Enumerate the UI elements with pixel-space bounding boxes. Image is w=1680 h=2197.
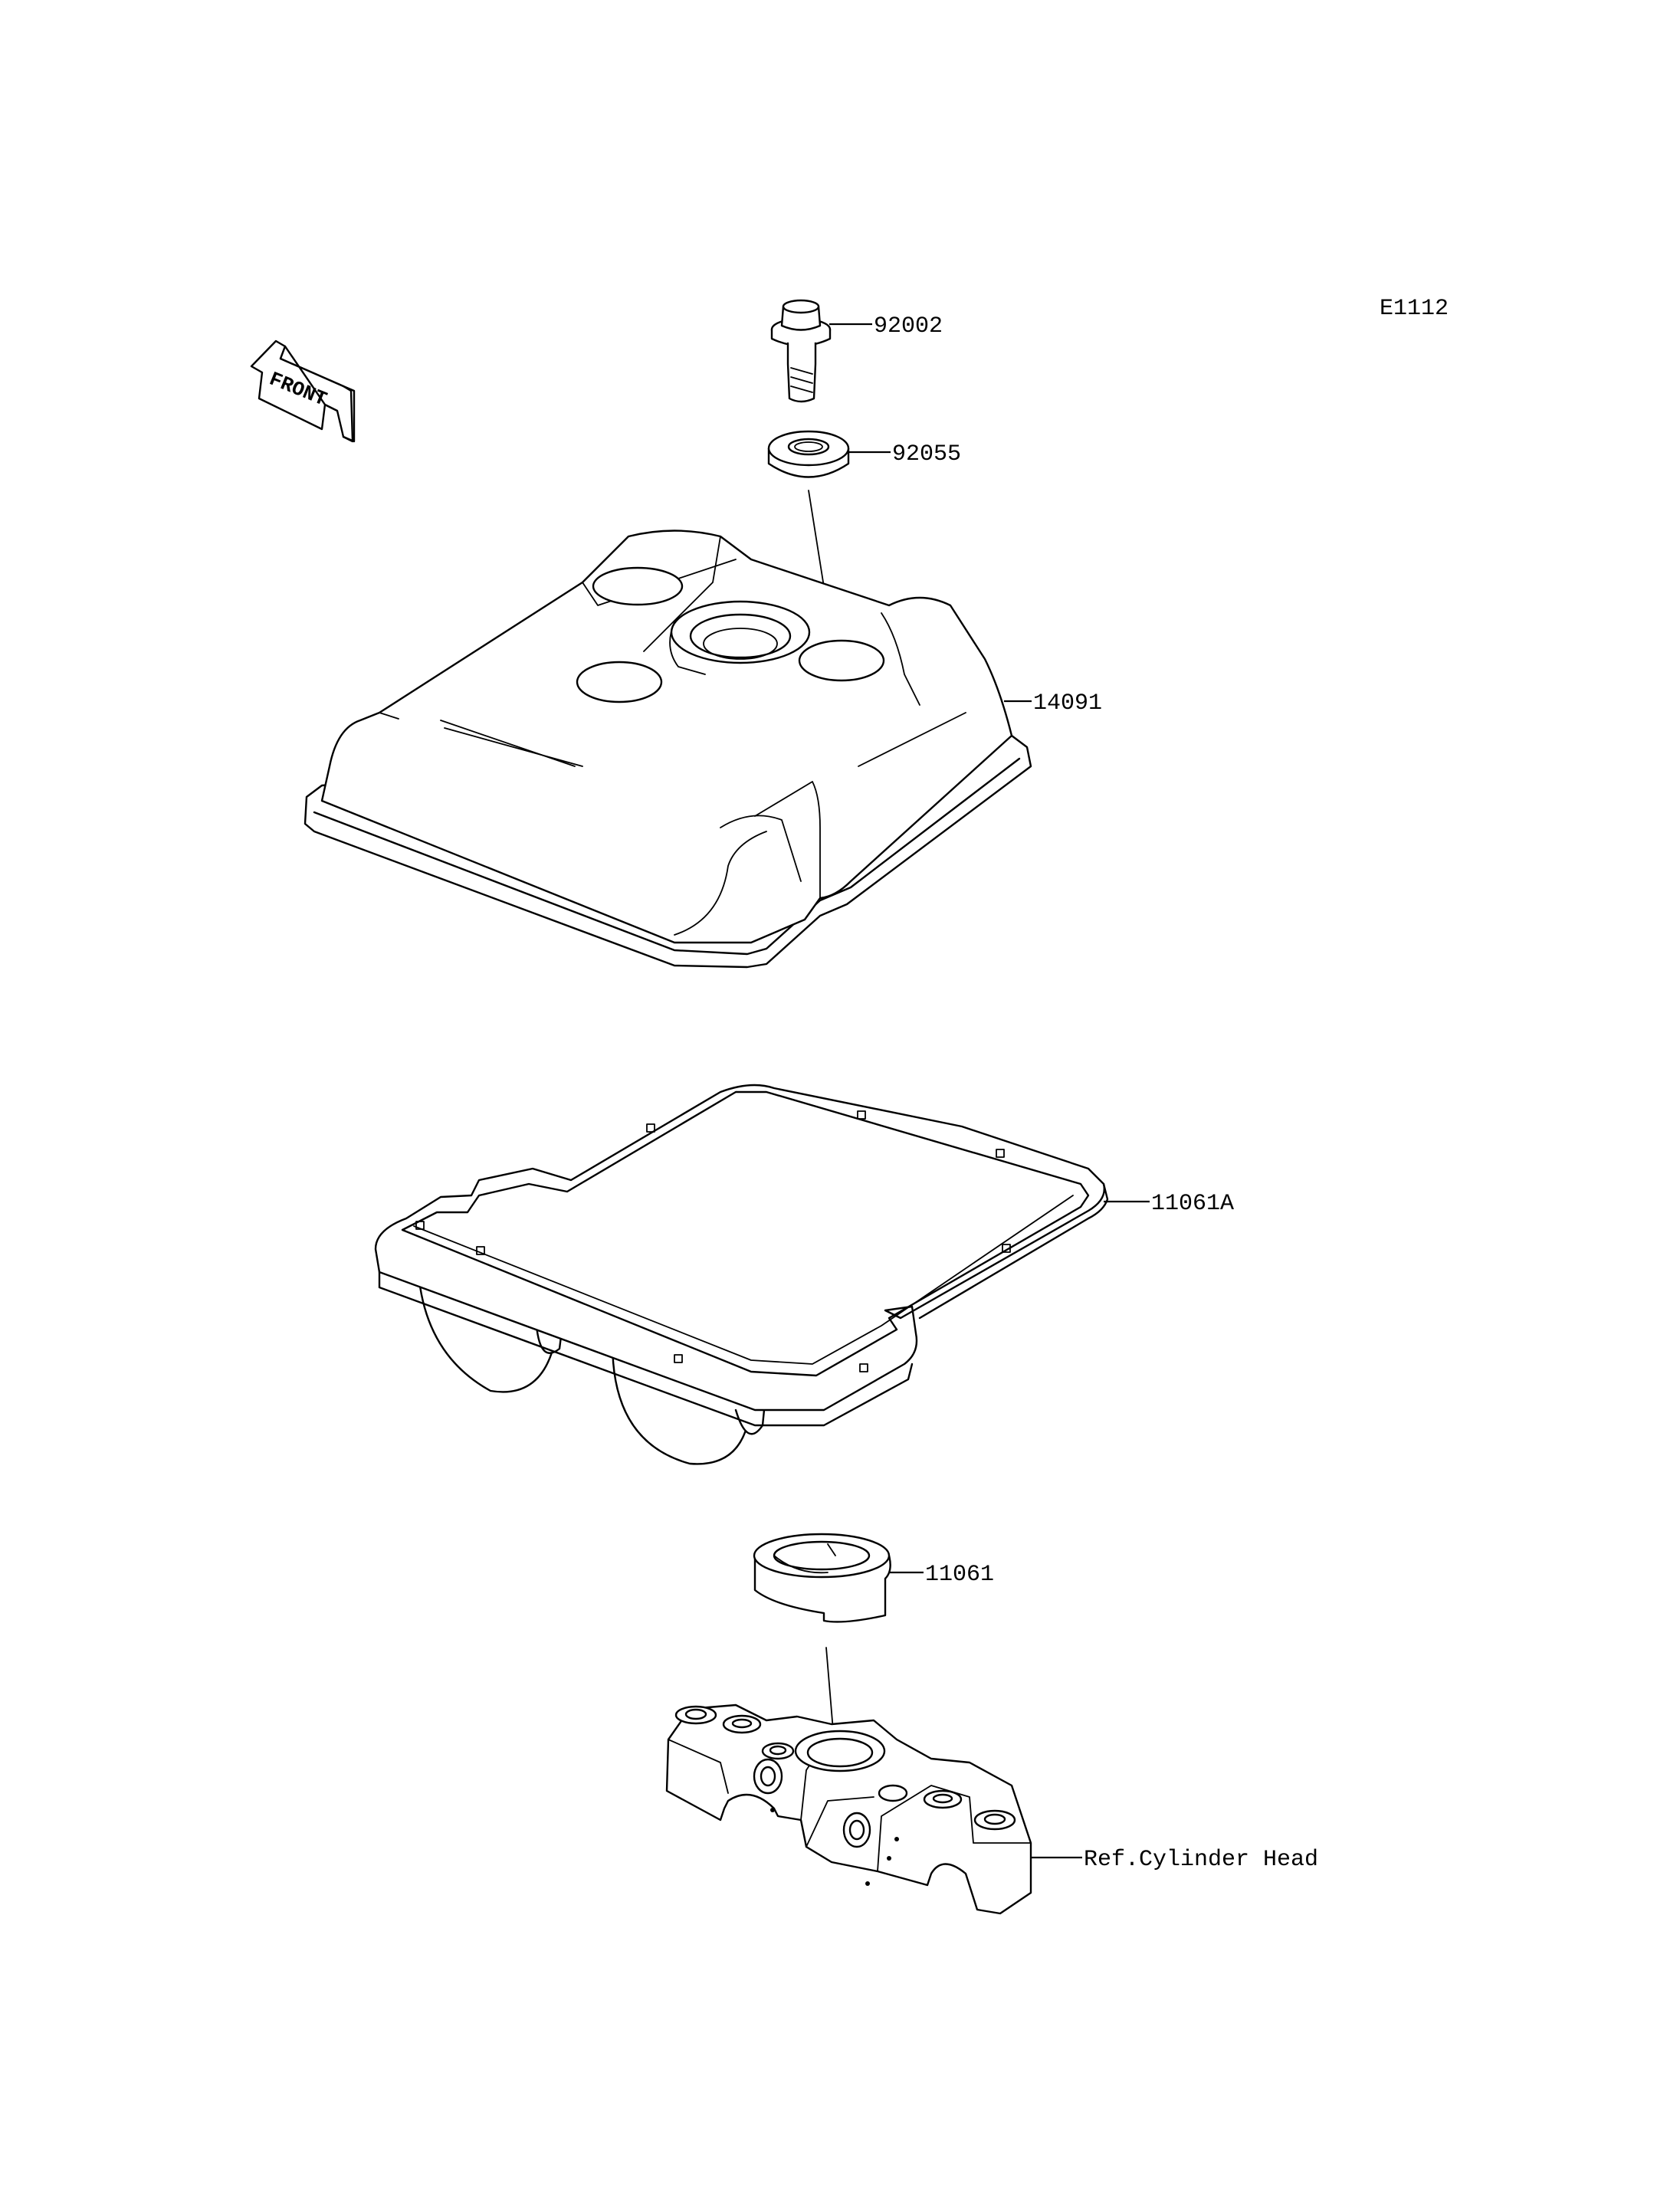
label-14091: 14091 [1033, 690, 1102, 716]
label-92002: 92002 [874, 313, 943, 339]
label-11061A: 11061A [1151, 1191, 1234, 1217]
gasket-11061A [374, 1084, 1109, 1465]
washer-92055 [767, 430, 850, 478]
front-arrow-icon: FRONT [250, 339, 356, 443]
cylinder-head-cover-14091 [304, 530, 1032, 969]
label-11061: 11061 [925, 1562, 994, 1588]
label-92055: 92055 [892, 441, 961, 467]
seal-11061 [753, 1533, 891, 1623]
diagram-code: E1112 [1380, 296, 1449, 322]
label-ref-cylinder-head: Ref.Cylinder Head [1084, 1847, 1318, 1873]
bolt-92002 [770, 299, 832, 403]
cylinder-head-reference [665, 1703, 1032, 1915]
